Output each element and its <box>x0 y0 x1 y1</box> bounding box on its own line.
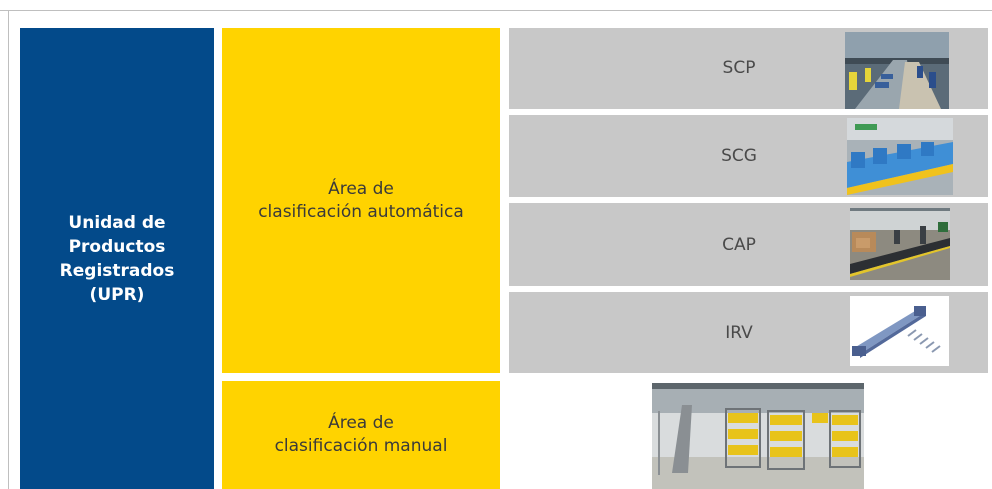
system-label: SCP <box>722 58 756 78</box>
system-row-irv: IRV <box>509 292 988 373</box>
system-label: SCG <box>721 146 757 166</box>
automatic-area-label: Área de clasificación automática <box>258 178 464 222</box>
system-label: IRV <box>725 323 753 343</box>
system-row-scp: SCP <box>509 28 988 109</box>
automatic-area-box: Área de clasificación automática <box>222 28 500 373</box>
manual-sorting-carts-photo <box>652 383 864 489</box>
system-row-cap: CAP <box>509 203 988 286</box>
sorter-diagram-illustration <box>850 296 949 366</box>
frame-top-line <box>0 10 992 11</box>
warehouse-conveyor-photo <box>850 208 950 280</box>
frame-left-line <box>8 10 9 489</box>
unit-box: Unidad de Productos Registrados (UPR) <box>20 28 214 489</box>
manual-area-box: Área de clasificación manual <box>222 381 500 489</box>
system-label: CAP <box>722 235 756 255</box>
unit-label: Unidad de Productos Registrados (UPR) <box>59 212 175 305</box>
blue-sorter-machine-photo <box>847 118 953 195</box>
manual-area-label: Área de clasificación manual <box>274 413 448 456</box>
conveyor-sorting-line-photo <box>845 32 949 109</box>
system-row-scg: SCG <box>509 115 988 197</box>
